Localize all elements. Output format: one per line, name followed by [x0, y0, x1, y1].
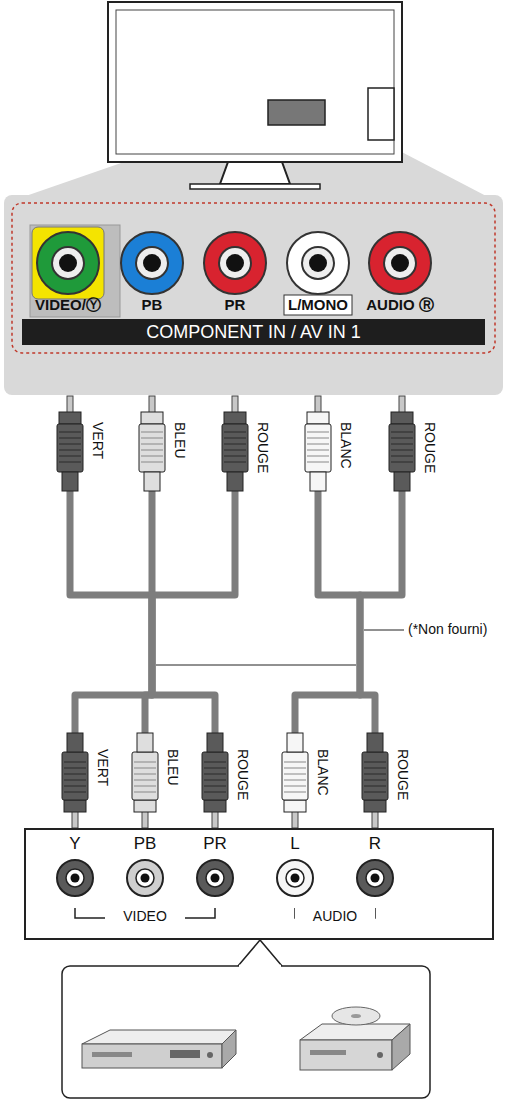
tv-jack-area	[268, 100, 325, 125]
node-shape	[221, 396, 249, 491]
group-label: AUDIO	[295, 908, 375, 924]
tv-base	[190, 184, 320, 189]
cable	[70, 491, 152, 733]
rca-jack	[121, 232, 183, 294]
node-shape	[281, 733, 309, 828]
jack-label: PB	[107, 296, 197, 313]
rca-plug: VERT	[56, 396, 84, 491]
jack-label: Y	[50, 834, 100, 854]
rca-plug: BLANC	[304, 396, 332, 491]
node-shape	[24, 828, 494, 940]
node-shape	[56, 396, 84, 491]
plug-body	[389, 396, 415, 491]
rca-plug: ROUGE	[201, 733, 229, 828]
color-label: BLEU	[165, 749, 181, 786]
leader-line	[156, 665, 356, 666]
plug-body	[305, 396, 331, 491]
jack-highlight	[32, 227, 104, 299]
rca-plug: ROUGE	[388, 396, 416, 491]
disc-player	[300, 1007, 410, 1070]
plug-body	[222, 396, 248, 491]
node-shape	[131, 733, 159, 828]
rca-plug: BLEU	[138, 396, 166, 491]
node-shape	[4, 195, 503, 395]
rca-plug: BLEU	[131, 733, 159, 828]
color-label: VERT	[95, 749, 111, 786]
color-label: ROUGE	[422, 422, 438, 473]
color-label: ROUGE	[235, 749, 251, 800]
plug-body	[139, 396, 165, 491]
plug-body	[132, 733, 158, 828]
rca-jack	[57, 860, 93, 896]
rca-plug: VERT	[61, 733, 89, 828]
jack-label: PB	[120, 834, 170, 854]
cable	[295, 491, 360, 733]
jack-label: PR	[190, 834, 240, 854]
plug-body	[362, 733, 388, 828]
node-shape	[61, 733, 89, 828]
rca-jack	[287, 232, 349, 294]
color-label: ROUGE	[395, 749, 411, 800]
tv-stand	[220, 162, 290, 184]
panel-outline	[25, 829, 493, 939]
jack-label: L	[270, 834, 320, 854]
jack-label: PR	[190, 296, 280, 313]
device-callout	[238, 940, 282, 966]
group-label: VIDEO	[105, 908, 185, 924]
plug-body	[57, 396, 83, 491]
rca-plug: ROUGE	[221, 396, 249, 491]
panel-title: COMPONENT IN / AV IN 1	[22, 319, 485, 345]
dashed-outline	[12, 203, 495, 353]
color-label: VERT	[90, 422, 106, 459]
rca-jack	[277, 860, 313, 896]
rca-jack	[197, 860, 233, 896]
dvd-recorder	[82, 1030, 236, 1068]
color-label: BLEU	[172, 422, 188, 459]
tv-side-module	[368, 88, 394, 140]
plug-body	[282, 733, 308, 828]
callout-gap	[239, 965, 281, 968]
cable	[360, 491, 402, 733]
jack-label: AUDIO Ⓡ	[355, 296, 445, 315]
tv-input-panel: VIDEO/ⓎPBPRL/MONOAUDIO Ⓡ COMPONENT IN / A…	[4, 195, 503, 395]
plug-body	[202, 733, 228, 828]
node-shape	[201, 733, 229, 828]
note-label: (*Non fourni)	[406, 621, 489, 637]
node-shape	[361, 733, 389, 828]
panel-ground	[4, 195, 503, 395]
device-box	[62, 966, 430, 1098]
rca-jack	[37, 232, 99, 294]
rca-jack	[127, 860, 163, 896]
node-shape	[304, 396, 332, 491]
jack-label: VIDEO/Ⓨ	[23, 296, 113, 315]
rca-plug: ROUGE	[361, 733, 389, 828]
color-label: BLANC	[315, 749, 331, 796]
rca-plug: BLANC	[281, 733, 309, 828]
node-shape	[388, 396, 416, 491]
plug-body	[62, 733, 88, 828]
color-label: ROUGE	[255, 422, 271, 473]
tv-screen	[116, 10, 394, 154]
color-label: BLANC	[338, 422, 354, 469]
cable	[152, 491, 235, 733]
rca-jack	[357, 860, 393, 896]
rca-jack	[204, 232, 266, 294]
node-shape	[138, 396, 166, 491]
rca-jack	[369, 232, 431, 294]
leader-line	[364, 630, 404, 631]
device-output-panel: Y PB PR L R VIDEO AUDIO	[24, 828, 494, 940]
jack-label: R	[350, 834, 400, 854]
tv-frame	[108, 2, 402, 162]
jack-label: L/MONO	[273, 296, 363, 313]
